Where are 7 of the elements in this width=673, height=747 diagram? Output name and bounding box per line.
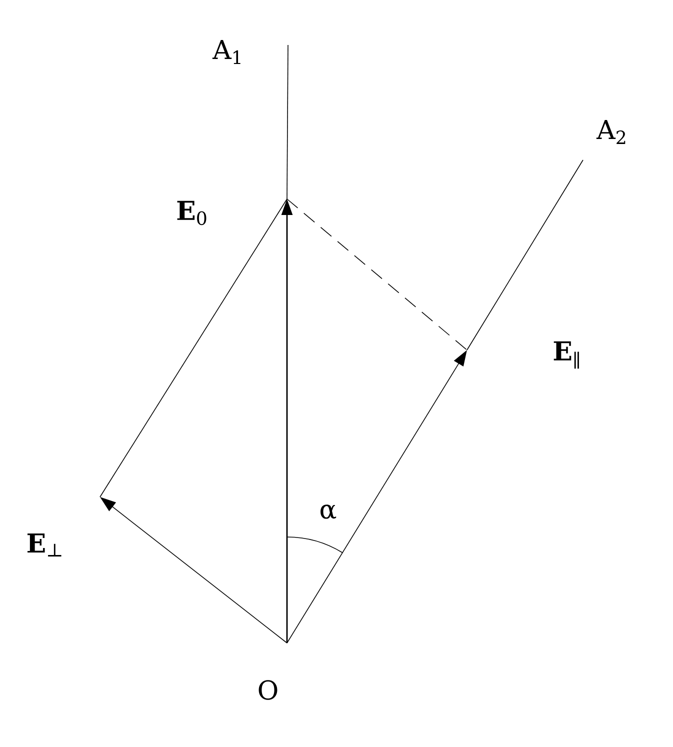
vector-label: E$_{∥}$	[554, 341, 579, 369]
origin-label: O	[258, 680, 278, 700]
axis-label: A$_{1}$	[212, 40, 240, 64]
vector-label: E$_{⊥}$	[28, 534, 62, 556]
angle-label: α	[320, 504, 336, 519]
vector-label: E$_{0}$	[177, 200, 206, 226]
axis-label: A$_{2}$	[596, 120, 626, 144]
